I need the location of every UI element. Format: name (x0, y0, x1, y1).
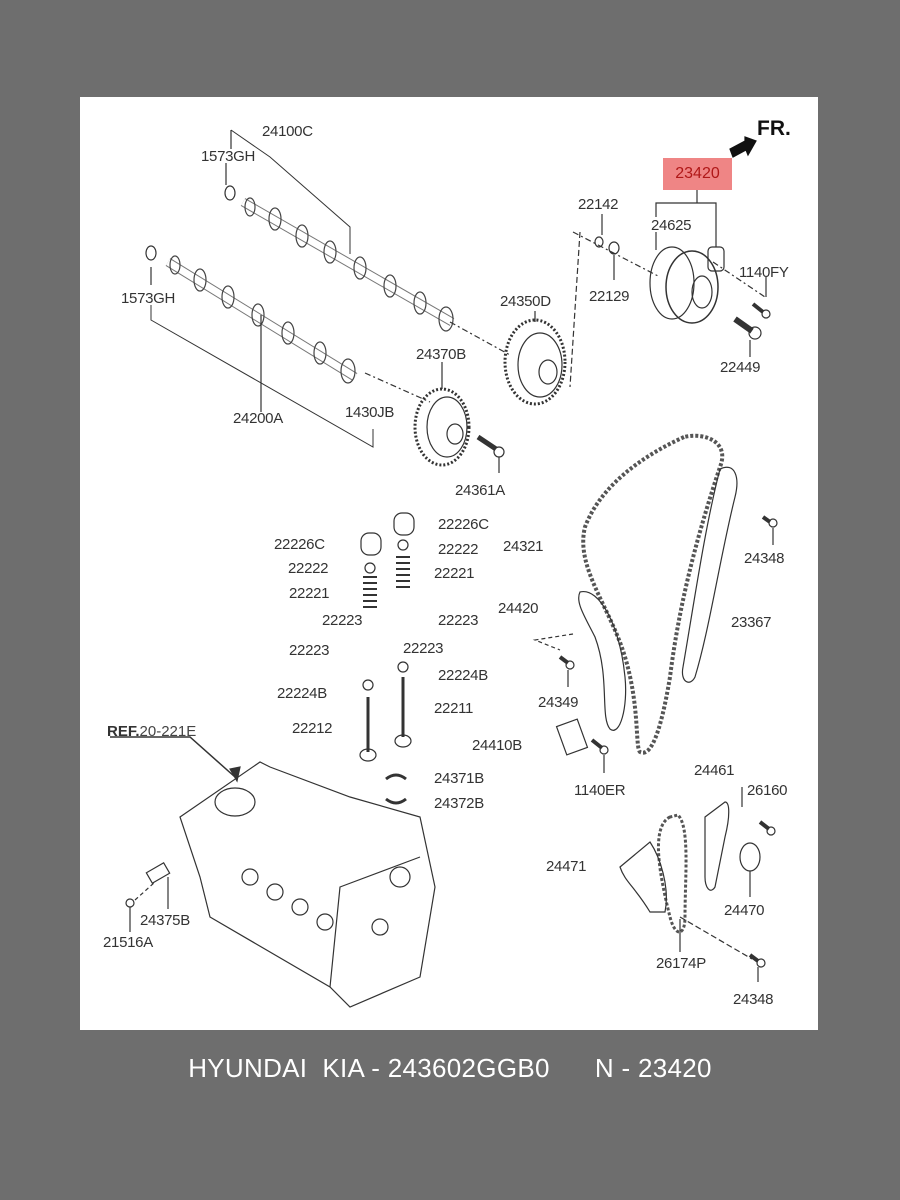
part-label[interactable]: 24321 (503, 538, 544, 555)
part-label[interactable]: 24371B (434, 770, 484, 787)
vacuum-pump-23420 (649, 190, 725, 324)
bolt-icon (590, 738, 609, 773)
part-label[interactable]: 21516A (103, 934, 153, 951)
part-label[interactable]: 1573GH (201, 148, 256, 165)
cvvt-sprocket-24370B (413, 362, 471, 467)
bolt-icon (476, 434, 505, 473)
part-label[interactable]: 24461 (694, 762, 735, 779)
tensioner-arm-24420 (578, 591, 627, 731)
reference-label: REF.20-221E (107, 723, 196, 740)
bolt-icon (733, 316, 762, 357)
chain-guide-24471 (619, 841, 667, 913)
bolt-icon (751, 277, 771, 319)
chain-guide-23367 (681, 466, 738, 683)
bolt-icon (748, 953, 766, 982)
bolt-icon (758, 820, 776, 836)
part-number-caption: HYUNDAI KIA - 243602GGB0 N - 23420 (0, 1053, 900, 1084)
part-label[interactable]: 24410B (472, 737, 522, 754)
exploded-parts-drawing (110, 129, 778, 1008)
reference-prefix: REF. (107, 723, 140, 740)
seal-icon (594, 236, 604, 248)
part-label[interactable]: 22224B (438, 667, 488, 684)
part-label[interactable]: 22211 (434, 700, 474, 717)
part-label[interactable]: 22221 (289, 585, 330, 602)
part-label[interactable]: 24348 (744, 550, 785, 567)
part-label[interactable]: 1140FY (739, 264, 789, 281)
part-label[interactable]: 24372B (434, 795, 484, 812)
part-label[interactable]: 22223 (289, 642, 330, 659)
part-label[interactable]: 22222 (288, 560, 329, 577)
part-label[interactable]: 24375B (140, 912, 190, 929)
caption-gap (550, 1053, 595, 1083)
part-label[interactable]: 26160 (747, 782, 788, 799)
part-label[interactable]: 24420 (498, 600, 539, 617)
reference-code: 20-221E (139, 723, 197, 740)
part-label[interactable]: 24471 (546, 858, 587, 875)
bolt-icon (558, 655, 575, 687)
part-label[interactable]: 24470 (724, 902, 765, 919)
seal-icon (608, 241, 620, 255)
part-label[interactable]: 22449 (720, 359, 761, 376)
front-arrow-icon (729, 136, 757, 158)
bolt-icon (761, 515, 778, 545)
part-label[interactable]: 24348 (733, 991, 774, 1008)
part-label[interactable]: 24361A (455, 482, 505, 499)
cvvt-sprocket-24350D (503, 311, 567, 406)
part-label[interactable]: 1573GH (121, 290, 176, 307)
part-label[interactable]: 24370B (416, 346, 466, 363)
part-label[interactable]: 24349 (538, 694, 579, 711)
part-label[interactable]: 22142 (578, 196, 619, 213)
part-label[interactable]: 22212 (292, 720, 333, 737)
part-label[interactable]: 23367 (731, 614, 772, 631)
valve-train-parts (359, 512, 415, 805)
part-label[interactable]: 22223 (403, 640, 444, 657)
part-label[interactable]: 22226C (274, 536, 325, 553)
part-label[interactable]: 1140ER (574, 782, 626, 799)
parts-diagram-panel: FR. 23420 REF.20-221E 24100C 1573GH 1573… (80, 97, 818, 1030)
part-label[interactable]: 1430JB (345, 404, 395, 421)
part-label[interactable]: 22224B (277, 685, 327, 702)
caption-brand-code: HYUNDAI KIA - 243602GGB0 (188, 1053, 550, 1083)
highlighted-part-23420[interactable]: 23420 (663, 158, 732, 190)
part-label[interactable]: 24625 (651, 217, 692, 234)
cylinder-head (110, 736, 436, 1008)
tensioner-24470 (739, 842, 761, 872)
caption-diagram-number: N - 23420 (594, 1053, 712, 1083)
part-label[interactable]: 22226C (438, 516, 489, 533)
part-label[interactable]: 24350D (500, 293, 551, 310)
part-label[interactable]: 22222 (438, 541, 479, 558)
intake-camshaft (240, 197, 455, 332)
part-label[interactable]: 26174P (656, 955, 706, 972)
part-label[interactable]: 22223 (438, 612, 479, 629)
chain-guide-24461 (704, 801, 730, 891)
seal-ring-icon (145, 245, 157, 261)
timing-chain (581, 433, 725, 755)
front-direction-label: FR. (757, 117, 791, 140)
part-label[interactable]: 22129 (589, 288, 630, 305)
chain-tensioner-24410B (555, 718, 589, 756)
part-label[interactable]: 22221 (434, 565, 475, 582)
part-label[interactable]: 24200A (233, 410, 283, 427)
part-label[interactable]: 22223 (322, 612, 363, 629)
seal-ring-icon (224, 185, 236, 201)
part-label[interactable]: 24100C (262, 123, 313, 140)
